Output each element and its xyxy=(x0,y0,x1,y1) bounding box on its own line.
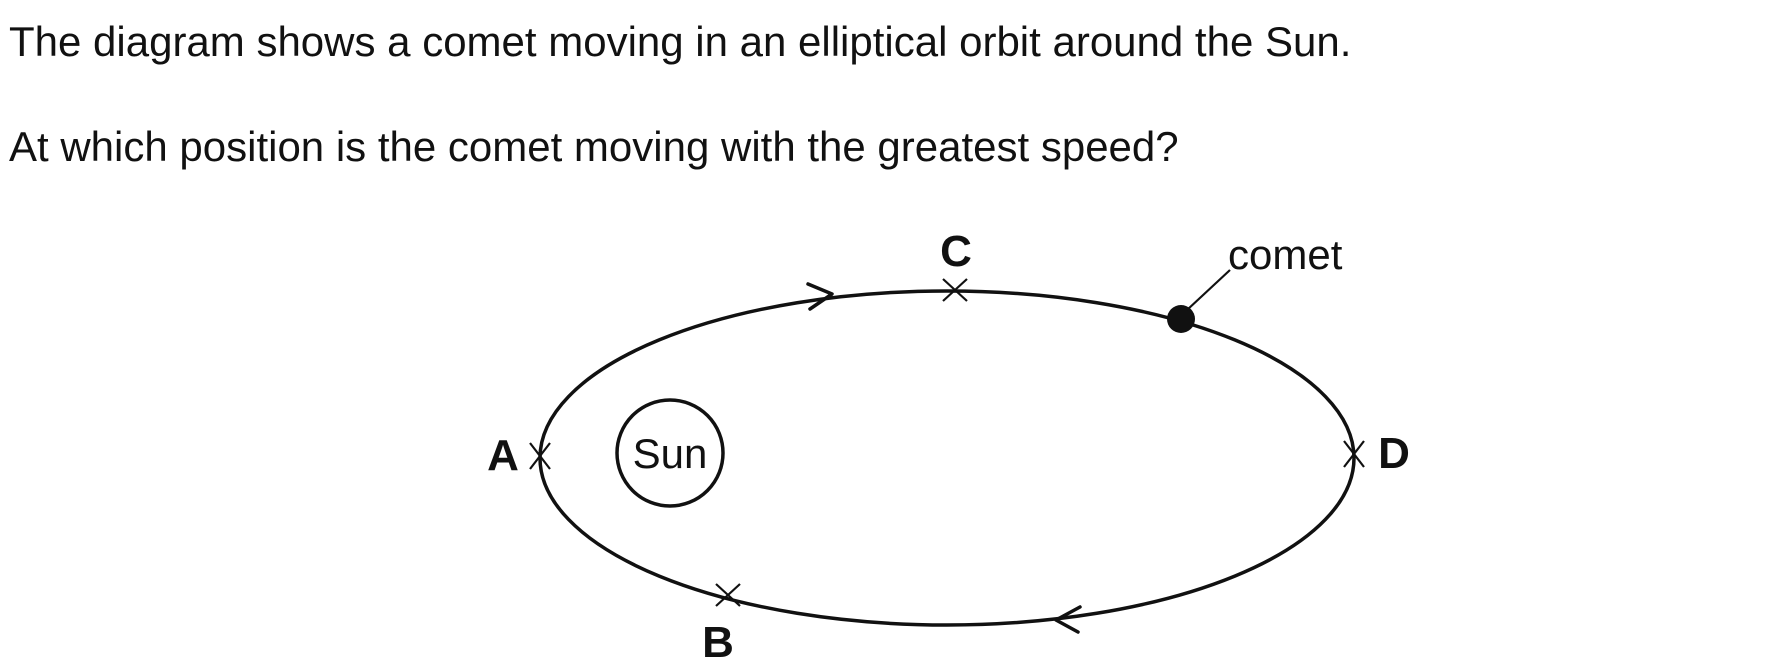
comet-leader-line xyxy=(1186,269,1231,311)
position-c-label: C xyxy=(940,227,972,276)
comet xyxy=(1167,269,1231,333)
direction-arrow-bottom xyxy=(1054,605,1082,634)
sun-circle xyxy=(615,398,725,508)
comet-label: comet xyxy=(1228,231,1343,278)
question-prompt: At which position is the comet moving wi… xyxy=(9,123,1179,170)
position-d-label: D xyxy=(1378,429,1410,478)
position-c-marker xyxy=(942,278,968,302)
position-a-marker xyxy=(529,442,551,470)
orbit-ellipse xyxy=(538,289,1356,627)
position-a-label: A xyxy=(487,431,519,480)
direction-arrow-top xyxy=(806,282,834,311)
position-b-label: B xyxy=(702,618,734,667)
comet-dot xyxy=(1167,305,1195,333)
sun: Sun xyxy=(615,398,725,508)
sun-label: Sun xyxy=(633,430,708,477)
question-intro: The diagram shows a comet moving in an e… xyxy=(9,18,1352,65)
position-d-marker xyxy=(1343,440,1365,468)
position-b-marker xyxy=(715,583,741,607)
